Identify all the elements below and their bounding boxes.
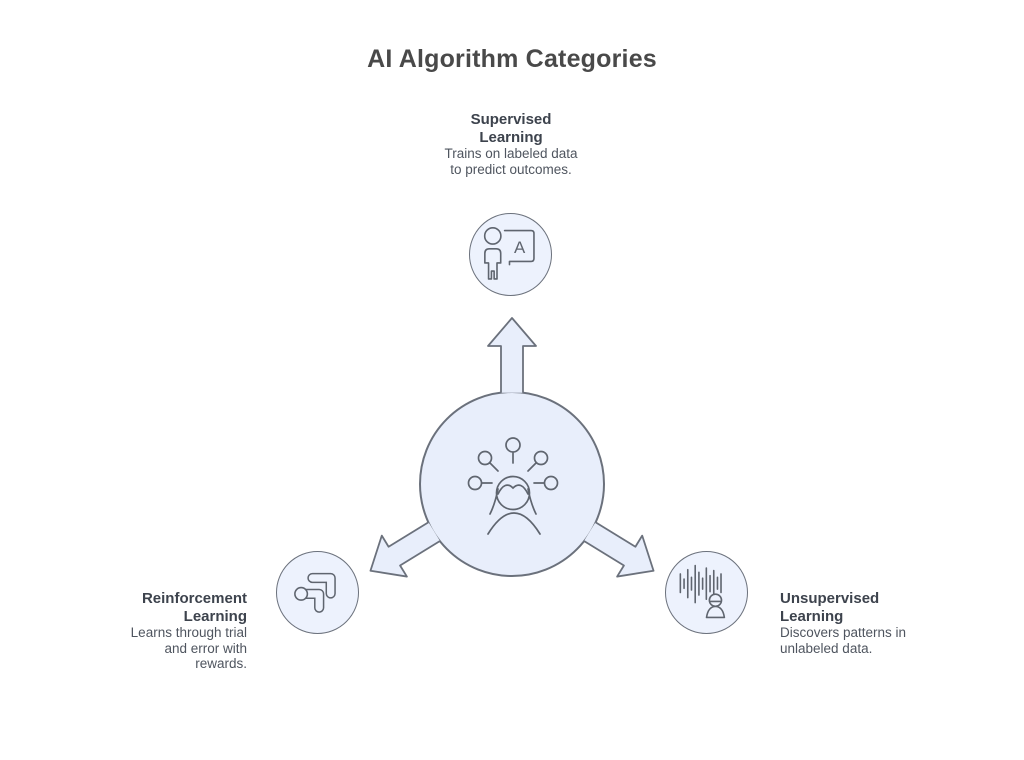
supervised-icon-circle: A [469, 213, 552, 296]
shoulders-arc [487, 512, 541, 535]
category-description-line: unlabeled data. [780, 640, 873, 656]
waveform-bars [679, 564, 722, 604]
category-name-line: Learning [479, 128, 543, 146]
idea-node-right [543, 475, 559, 491]
unsupervised-icon-circle [665, 551, 748, 634]
mind-ideas-icon [467, 437, 559, 535]
category-description-line: Discovers patterns in [780, 625, 907, 640]
idea-stem-upper-right [527, 462, 537, 472]
hair-fringe [497, 484, 529, 495]
category-name-line: Supervised [470, 111, 552, 128]
idea-node-left [467, 475, 483, 491]
reward-loop-icon [294, 572, 336, 613]
arrow-down-left-icon [369, 521, 441, 578]
idea-node-top [505, 437, 521, 453]
board-outline [503, 229, 535, 266]
category-name-line: Reinforcement [141, 590, 247, 607]
trainer-board-icon: A [483, 227, 535, 280]
person-body [484, 247, 502, 280]
diagram-title: AI Algorithm Categories [367, 45, 657, 73]
category-description-line: Learns through trial [130, 625, 247, 640]
category-name-line: Unsupervised [780, 590, 880, 607]
waveform-person-icon [679, 564, 726, 619]
idea-node-upper-right [533, 450, 549, 466]
category-name-line: Learning [183, 607, 247, 625]
category-description-line: and error with [164, 640, 247, 656]
listener-body [705, 605, 726, 619]
loop-end-node [294, 586, 309, 601]
reinforcement-icon-circle [276, 551, 359, 634]
category-description-line: to predict outcomes. [450, 161, 572, 177]
loop-elbow-top-fill [308, 574, 335, 598]
idea-node-upper-left [477, 450, 493, 466]
idea-stem-upper-left [489, 462, 499, 472]
hair-strand-left [489, 488, 499, 515]
hair-strand-right [527, 488, 537, 515]
category-description-line: rewards. [195, 656, 247, 672]
board-letter: A [514, 238, 526, 257]
category-supervised-label: Supervised Learning Trains on labeled da… [411, 111, 611, 177]
category-unsupervised-label: Unsupervised Learning Discovers patterns… [780, 590, 940, 656]
category-description-line: Trains on labeled data [444, 146, 578, 161]
category-name-line: Learning [780, 607, 844, 625]
arrow-down-right-icon [583, 521, 655, 578]
person-head [483, 227, 502, 245]
listener-head [708, 593, 723, 608]
hub-circle [419, 391, 605, 577]
category-reinforcement-label: Reinforcement Learning Learns through tr… [97, 590, 247, 672]
arrow-up-icon [487, 317, 537, 393]
